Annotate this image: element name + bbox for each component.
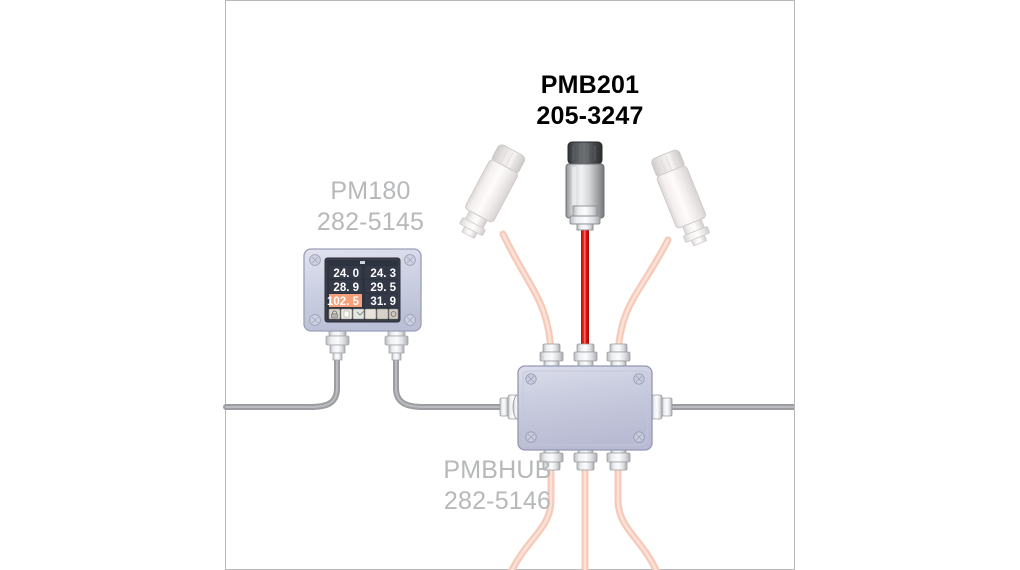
label-pmb201-order-code: 205-3247 bbox=[536, 102, 644, 131]
hub-lower-cable-group bbox=[508, 458, 660, 570]
label-pmbhub-name: PMBHUB bbox=[443, 456, 552, 484]
grey-cable-group bbox=[223, 357, 794, 410]
readout-cell-r2c1: 31. 9 bbox=[370, 296, 396, 308]
ghost-sensor-left bbox=[459, 144, 526, 239]
label-pmbhub: PMBHUB 282-5146 bbox=[385, 455, 610, 518]
pump-icon[interactable] bbox=[364, 308, 377, 320]
label-pmbhub-order-code: 282-5146 bbox=[443, 487, 552, 516]
label-pmb201-name: PMB201 bbox=[540, 71, 640, 99]
pmb201-sensor bbox=[565, 141, 605, 231]
readout-cell-alarm: 102. 5 bbox=[327, 296, 360, 308]
tank-icon[interactable] bbox=[376, 308, 389, 320]
label-pmb201: PMB201 205-3247 bbox=[460, 70, 720, 133]
readout-cell-r0c0: 24. 0 bbox=[333, 268, 359, 280]
ghost-sensor-right bbox=[651, 149, 710, 247]
label-pm180-order-code: 282-5145 bbox=[316, 208, 425, 237]
ghost-cable-group bbox=[499, 230, 672, 356]
label-pm180: PM180 282-5145 bbox=[258, 176, 483, 239]
pm180-gland-group bbox=[325, 327, 409, 361]
readout-cell-r0c1: 24. 3 bbox=[370, 268, 396, 280]
pm180-readout: 24. 0 24. 3 28. 9 29. 5 102. 5 31. 9 bbox=[327, 266, 398, 308]
label-pm180-name: PM180 bbox=[330, 177, 411, 205]
hub-gland-top-group bbox=[539, 343, 631, 369]
readout-cell-r1c0: 28. 9 bbox=[333, 282, 359, 294]
pmbhub-enclosure bbox=[517, 365, 653, 451]
pm180-icon-row[interactable] bbox=[328, 308, 399, 320]
pmb201-red-cable bbox=[581, 218, 589, 358]
gear-icon[interactable] bbox=[388, 308, 399, 320]
readout-cell-r1c1: 29. 5 bbox=[370, 282, 396, 294]
